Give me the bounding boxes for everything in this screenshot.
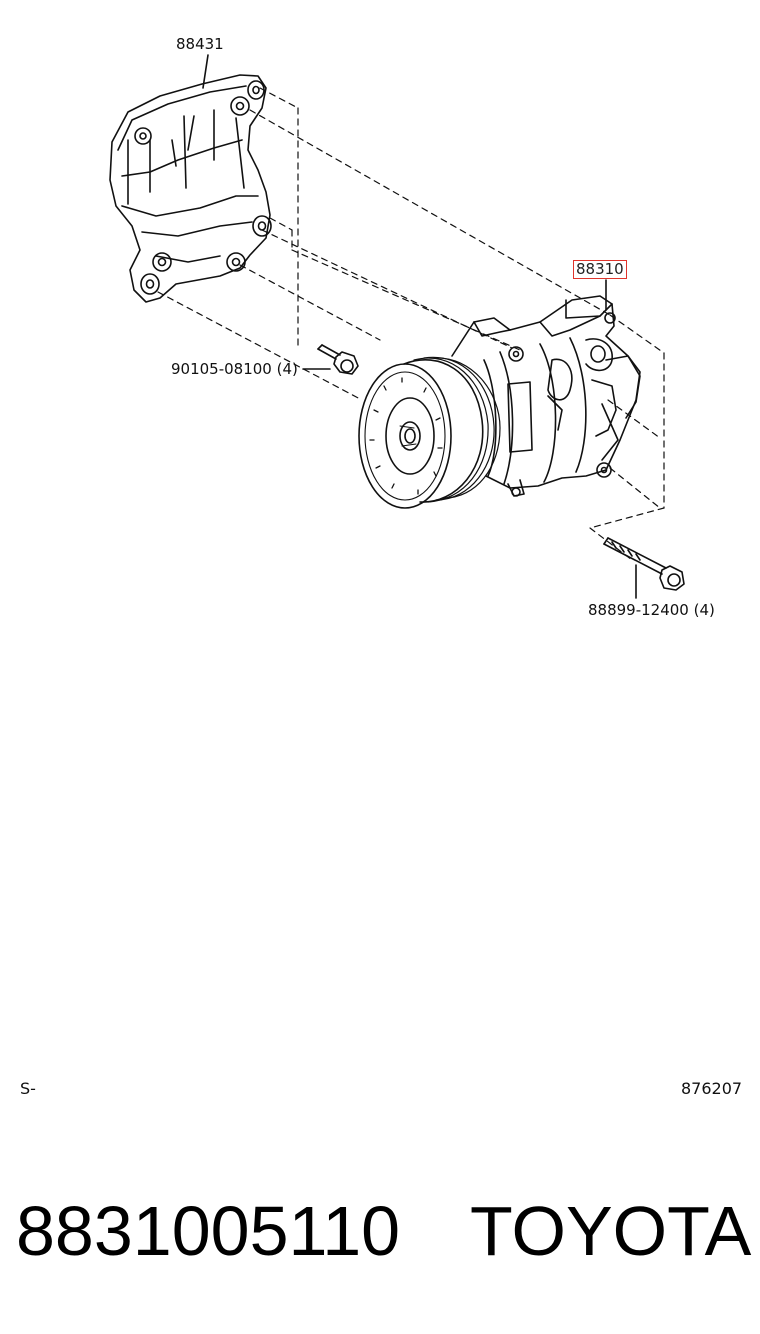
bolt-90105-08100-drawing [317, 344, 359, 375]
part-number-caption: 8831005110 [16, 1192, 401, 1270]
alignment-dashes [157, 87, 665, 561]
callout-bolt-long[interactable]: 88899-12400 (4) [588, 601, 715, 619]
callout-bracket[interactable]: 88431 [176, 35, 224, 53]
callout-bolt-small[interactable]: 90105-08100 (4) [171, 360, 298, 378]
bracket-88431-drawing [109, 74, 272, 303]
callout-compressor-highlighted[interactable]: 88310 [573, 260, 627, 279]
compressor-88310-drawing [358, 295, 641, 509]
bolt-88899-12400-drawing [603, 537, 685, 591]
footer-left-code: S- [20, 1079, 36, 1098]
footer-right-code: 876207 [681, 1079, 743, 1098]
leader-lines [202, 54, 637, 599]
brand-caption: TOYOTA [470, 1192, 752, 1270]
